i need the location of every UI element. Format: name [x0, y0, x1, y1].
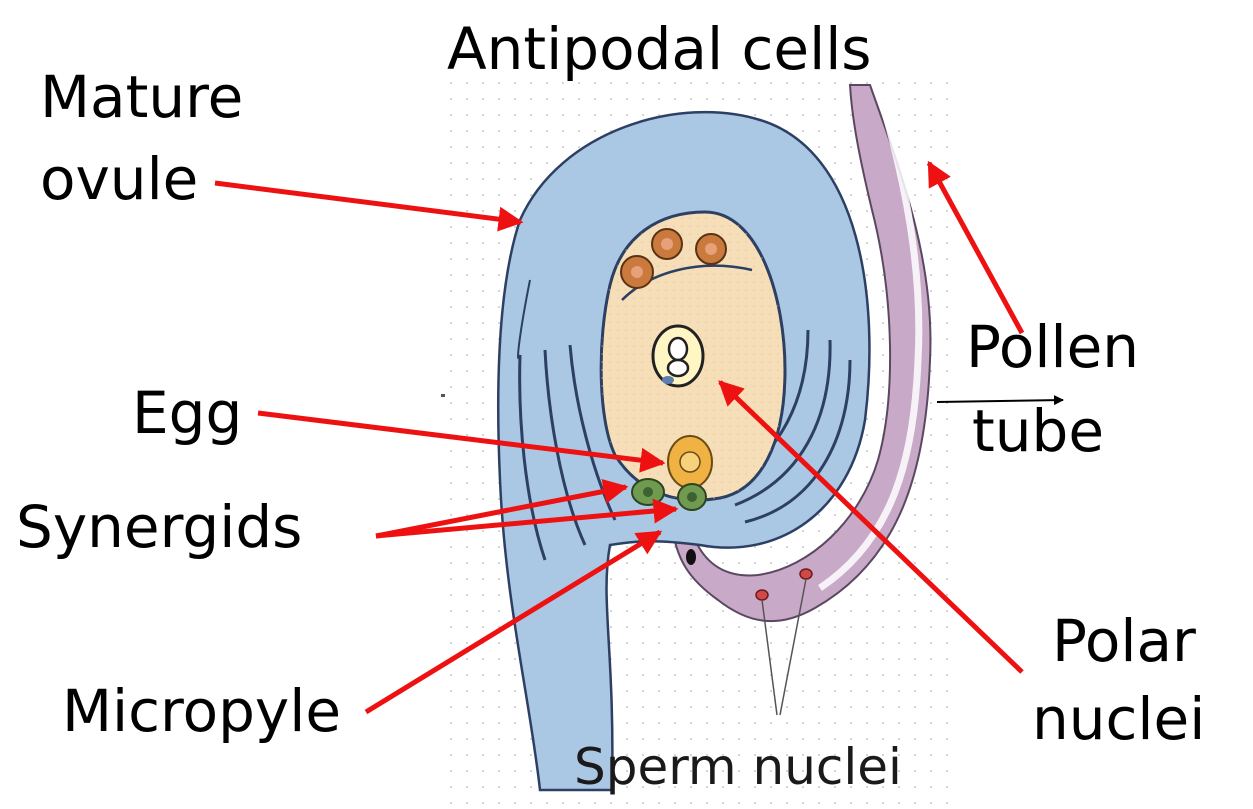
antipodal-cell-nucleus	[631, 266, 643, 278]
synergid-nucleus	[687, 492, 697, 502]
sperm-nucleus	[756, 590, 768, 600]
antipodal-cell-nucleus	[661, 238, 673, 250]
label-antipodal-cells: Antipodal cells	[447, 20, 872, 78]
egg-cell	[668, 436, 712, 488]
label-pollen-line2: tube	[972, 402, 1104, 460]
sperm-nucleus	[800, 569, 812, 579]
sperm-nucleus	[686, 549, 696, 565]
synergid-nucleus	[643, 487, 653, 497]
label-egg: Egg	[132, 384, 242, 442]
label-pollen-line1: Pollen	[966, 318, 1139, 376]
label-sperm-nuclei: Sperm nuclei	[574, 742, 902, 792]
antipodal-cell-nucleus	[705, 243, 717, 255]
label-polar-line1: Polar	[1052, 612, 1196, 670]
label-mature-ovule-line2: ovule	[40, 150, 198, 208]
label-polar-line2: nuclei	[1032, 690, 1205, 748]
label-micropyle: Micropyle	[62, 682, 341, 740]
label-mature-ovule-line1: Mature	[40, 68, 243, 126]
label-synergids: Synergids	[16, 498, 302, 556]
stray-mark	[441, 394, 445, 397]
polar-nuclei	[653, 326, 703, 386]
